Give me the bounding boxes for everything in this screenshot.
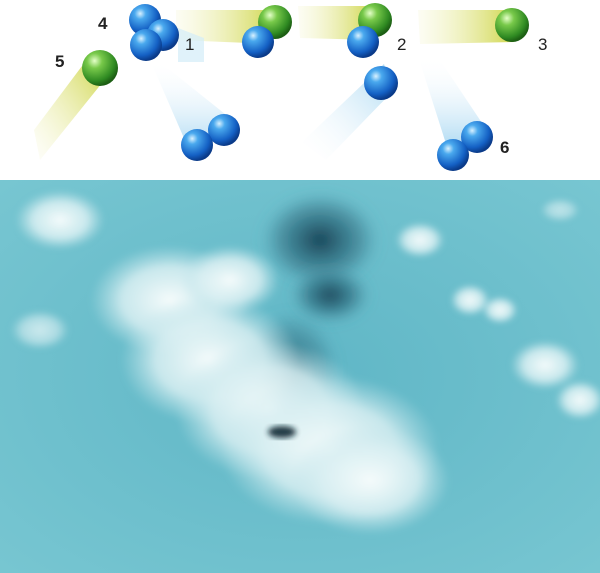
particle-pair-1-out <box>181 114 240 161</box>
aerial-storm-cloud-photo <box>0 180 600 573</box>
label-4: 4 <box>98 14 108 33</box>
particle-green-5 <box>82 50 118 86</box>
label-6: 6 <box>500 138 509 157</box>
trail-green-3 <box>418 10 514 44</box>
scattered-clouds <box>10 190 600 420</box>
particle-pair-6 <box>437 121 493 171</box>
trail-blue-top <box>178 28 204 62</box>
particle-green-3 <box>495 8 529 42</box>
trail-green-5 <box>34 58 106 160</box>
particle-blue-1 <box>242 26 274 58</box>
label-3: 3 <box>538 35 547 54</box>
particle-blue-2-out <box>364 66 398 100</box>
label-2: 2 <box>397 35 406 54</box>
storm-cloud <box>90 245 450 535</box>
label-5: 5 <box>55 52 64 71</box>
particle-collision-diagram: 4 1 2 3 5 6 <box>34 3 547 171</box>
particle-cluster-4 <box>129 4 179 61</box>
particle-blue-2 <box>347 26 379 58</box>
label-1: 1 <box>185 35 194 54</box>
